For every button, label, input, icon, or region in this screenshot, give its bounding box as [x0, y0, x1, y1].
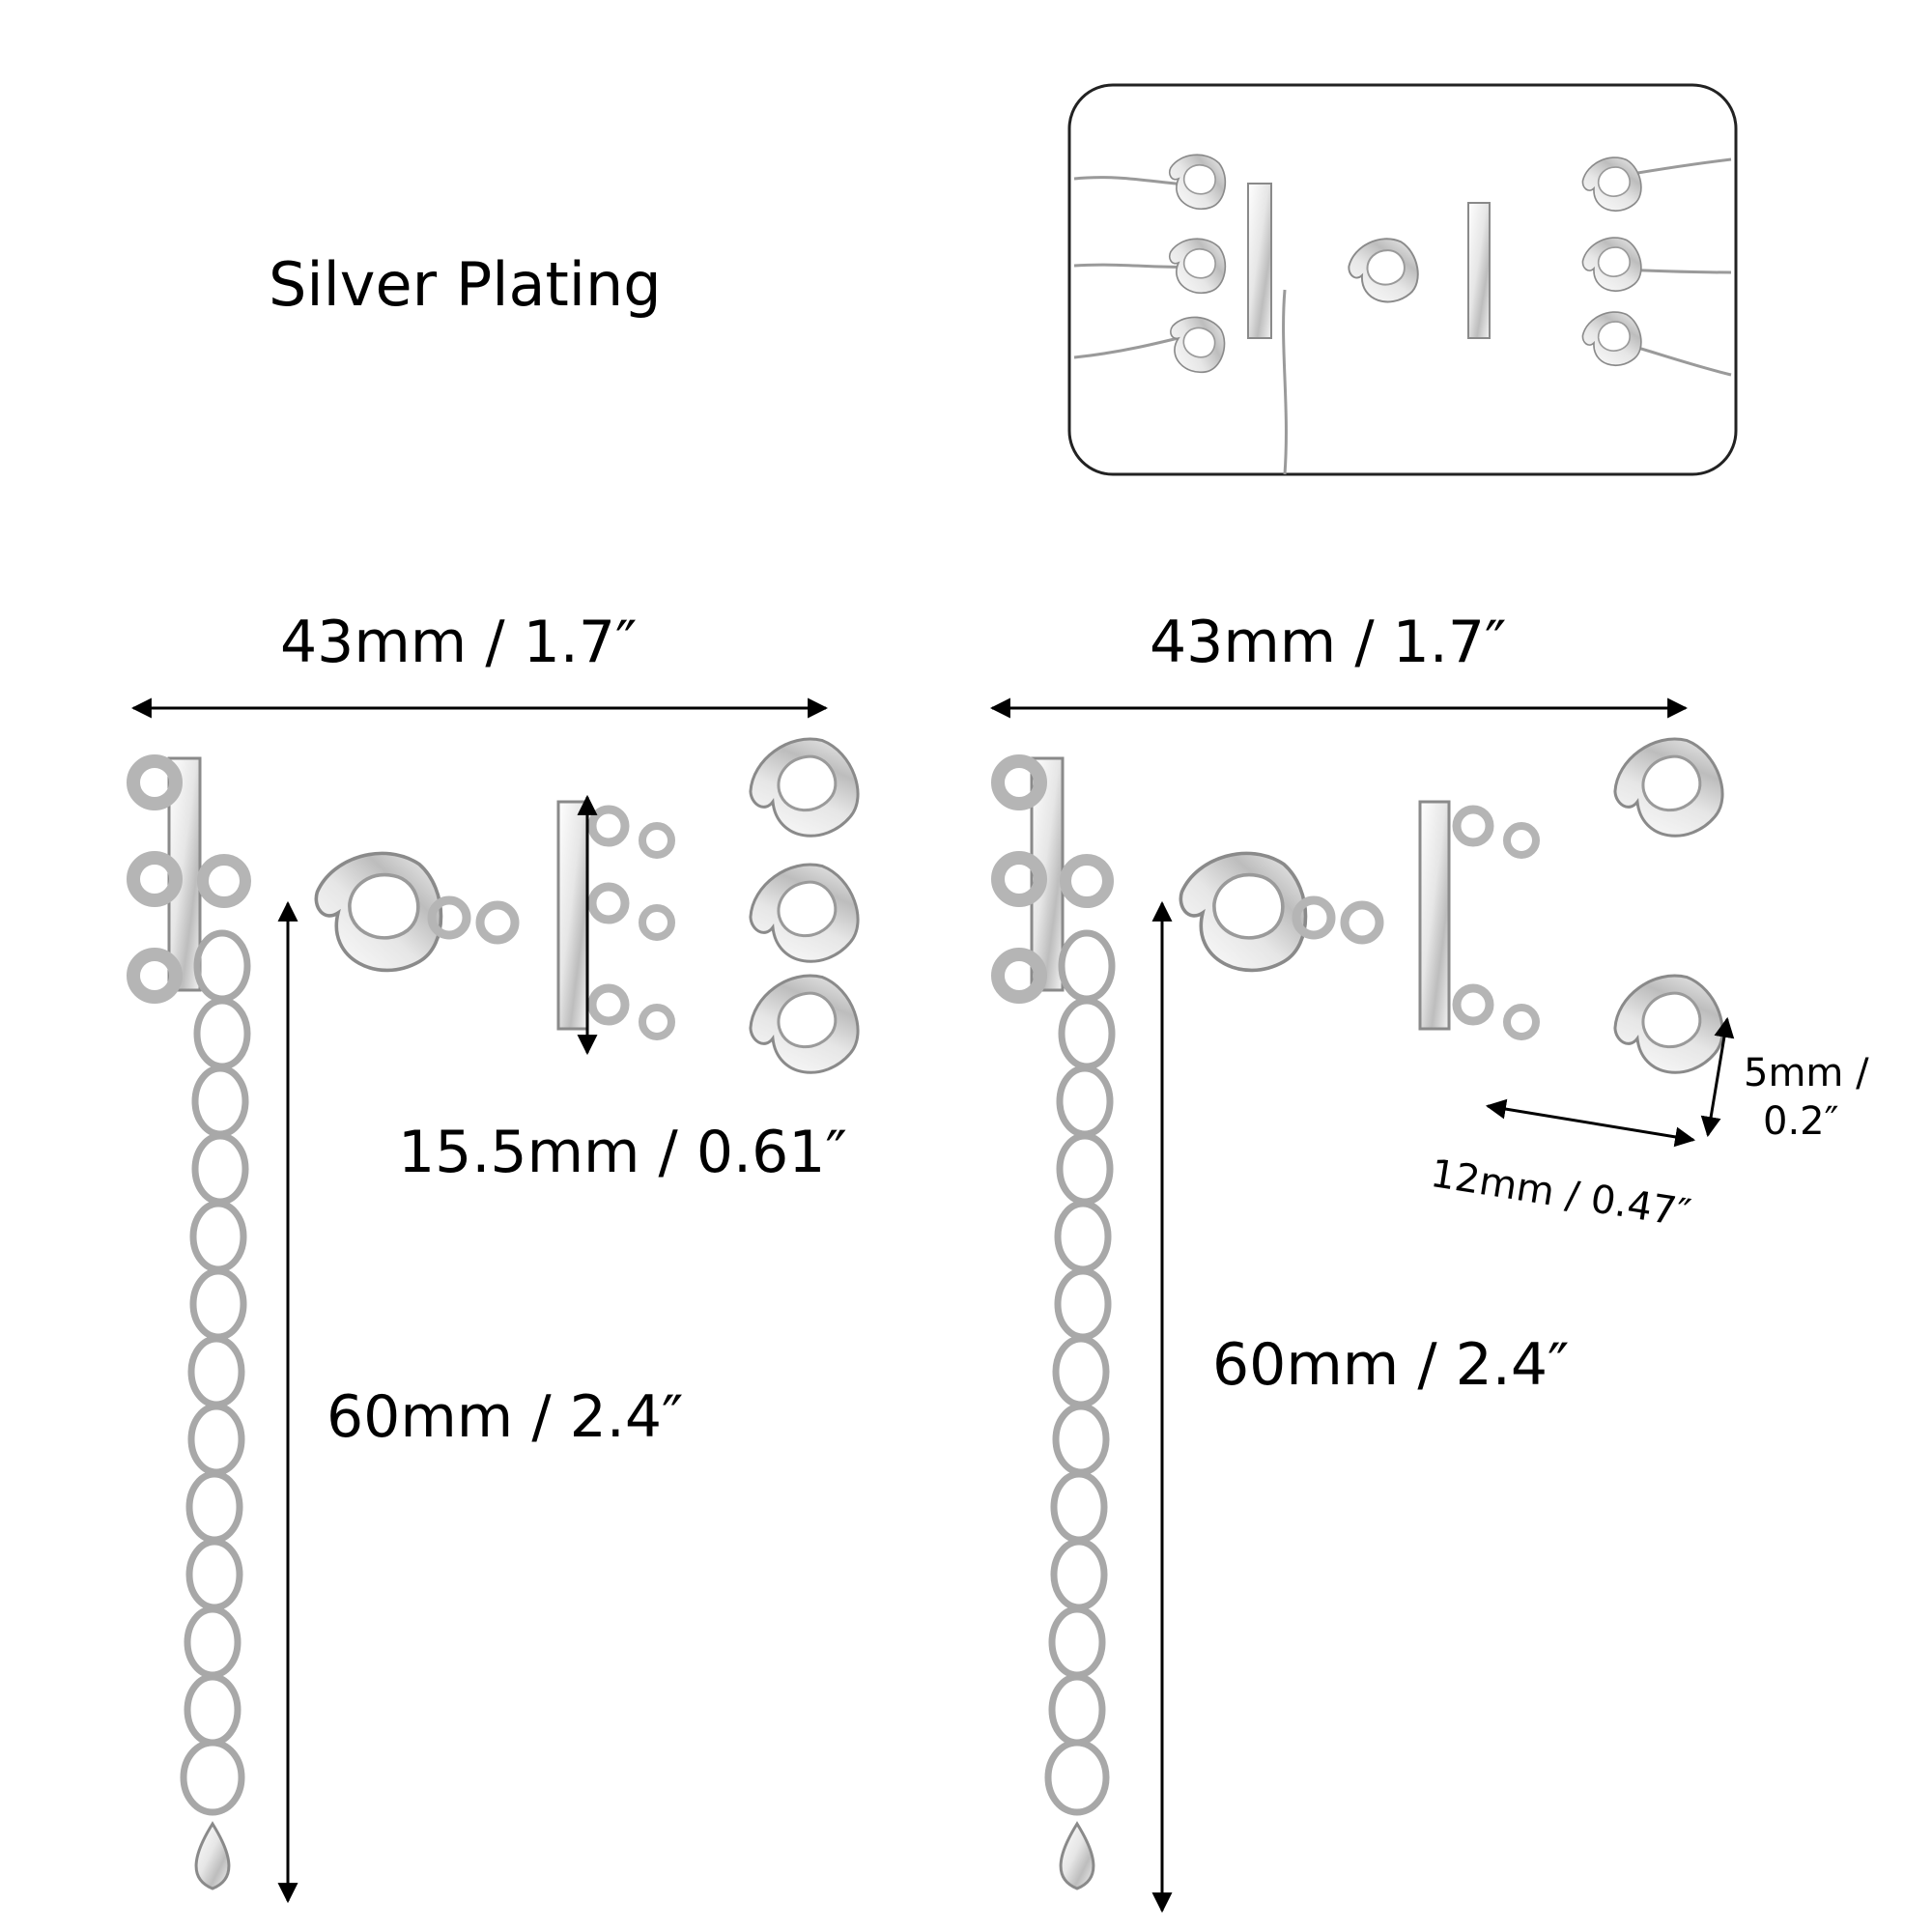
- left-item-drawing: [127, 697, 871, 1904]
- left-width-label: 43mm / 1.7″: [280, 609, 638, 676]
- right-clasp-height-label: 5mm /: [1744, 1051, 1869, 1095]
- right-width-label: 43mm / 1.7″: [1150, 609, 1507, 676]
- right-chain-label: 60mm / 2.4″: [1212, 1331, 1570, 1399]
- page-title: Silver Plating: [269, 249, 662, 320]
- right-item-drawing: [989, 697, 1736, 1914]
- left-chain-label: 60mm / 2.4″: [327, 1383, 684, 1451]
- right-clasp-height-label-2: 0.2″: [1763, 1099, 1839, 1144]
- left-height-label: 15.5mm / 0.61″: [398, 1119, 847, 1186]
- inset-photo: [1067, 83, 1738, 476]
